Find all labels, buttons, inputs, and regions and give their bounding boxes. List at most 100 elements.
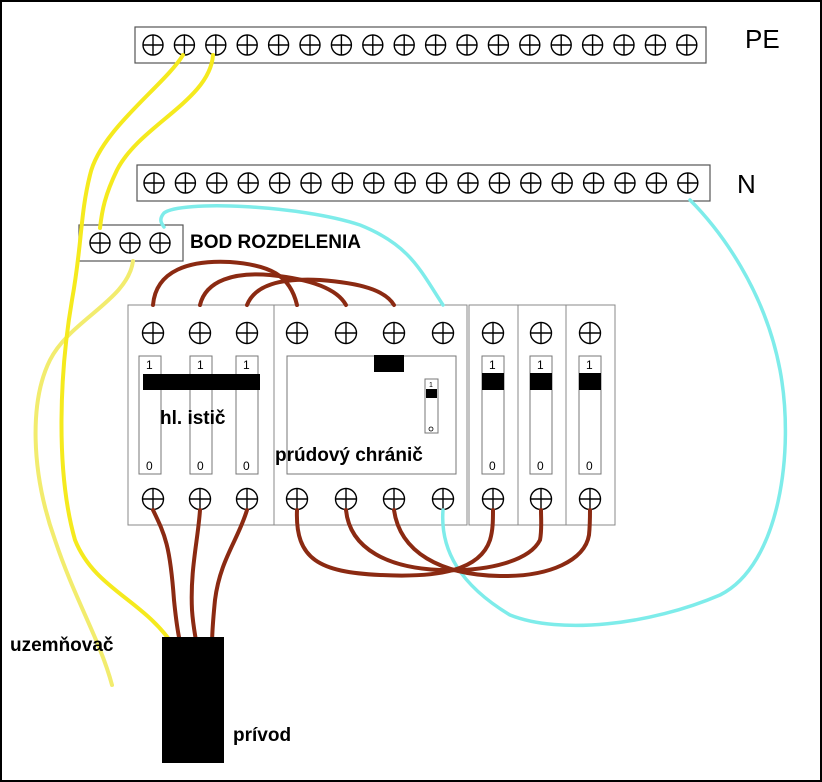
- earth-electrode-label: uzemňovač: [10, 635, 114, 656]
- terminal-screw: [529, 321, 553, 345]
- phase-wires: [151, 259, 592, 648]
- terminal-screw: [268, 172, 291, 194]
- main-breaker-lever: [143, 374, 260, 390]
- terminal-screw: [481, 321, 505, 345]
- terminal-screw: [205, 34, 227, 56]
- terminal-screw: [334, 321, 358, 345]
- terminal-screw: [582, 172, 605, 194]
- off-mark: 0: [146, 459, 153, 473]
- on-mark: 1: [537, 358, 544, 372]
- circuit-breaker-2: 1 0: [517, 304, 567, 526]
- on-mark: 1: [586, 358, 593, 372]
- terminal-screw: [300, 172, 322, 194]
- terminal-screw: [285, 487, 309, 511]
- phase-wire: [151, 508, 183, 648]
- terminal-screw: [393, 34, 415, 56]
- terminal-screw: [578, 487, 602, 511]
- split-point-block: [78, 224, 184, 262]
- terminal-screw: [119, 232, 141, 254]
- terminal-screw: [551, 172, 573, 194]
- terminal-screw: [487, 34, 510, 56]
- pe-label: PE: [745, 24, 780, 54]
- terminal-screw: [550, 34, 572, 56]
- breaker-lever: [482, 373, 504, 390]
- main-breaker: 1 1 1 0 0 0: [127, 304, 275, 526]
- off-mark: 0: [537, 459, 544, 473]
- off-mark: 0: [197, 459, 204, 473]
- off-mark: 0: [586, 459, 593, 473]
- phase-wire: [245, 277, 396, 307]
- on-mark: 1: [489, 358, 496, 372]
- rcd-top-terminals: [285, 321, 455, 345]
- rcd-test-mark: 1: [429, 382, 433, 389]
- terminal-screw: [581, 34, 604, 56]
- terminal-screw: [362, 34, 384, 56]
- terminal-screw: [174, 172, 197, 194]
- terminal-screw: [424, 34, 447, 56]
- phase-wire: [210, 508, 249, 648]
- rcd-bottom-terminals: [285, 487, 455, 511]
- rcd-lever: [374, 355, 404, 372]
- terminal-screw: [457, 172, 479, 194]
- terminal-screw: [394, 172, 416, 194]
- terminal-screw: [188, 321, 212, 345]
- terminal-screw: [382, 321, 406, 345]
- main-breaker-label: hl. istič: [160, 408, 226, 429]
- pe-wire-1: [59, 53, 185, 650]
- earth-electrode-wire: [33, 259, 135, 687]
- main-breaker-top-terminals: [141, 321, 259, 345]
- terminal-screw: [456, 34, 478, 56]
- terminal-screw: [677, 172, 699, 194]
- breaker-lever: [579, 373, 601, 390]
- split-point-label: BOD ROZDELENIA: [190, 232, 361, 253]
- neutral-wire-load: [440, 198, 788, 628]
- circuit-breaker-1: 1 0: [468, 304, 519, 526]
- terminal-screw: [173, 34, 196, 56]
- terminal-screw: [431, 321, 455, 345]
- circuit-breaker-3: 1 0: [565, 304, 616, 526]
- terminal-screw: [142, 34, 164, 56]
- off-mark: 0: [243, 459, 250, 473]
- terminal-screw: [285, 321, 309, 345]
- terminal-screw: [363, 172, 385, 194]
- rcd: 1: [273, 304, 468, 526]
- terminal-screw: [334, 487, 358, 511]
- rcd-label: prúdový chránič: [275, 445, 423, 466]
- pe-busbar: [134, 26, 707, 64]
- pe-wire-2: [98, 53, 215, 230]
- neutral-wire-supply: [159, 204, 445, 307]
- terminal-screw: [141, 321, 165, 345]
- terminal-screw: [645, 172, 668, 194]
- on-mark: 1: [197, 358, 204, 372]
- terminal-screw: [235, 487, 259, 511]
- terminal-screw: [299, 34, 321, 56]
- terminal-screw: [143, 172, 165, 194]
- phase-wire: [344, 508, 544, 573]
- on-mark: 1: [146, 358, 153, 372]
- supply-label: prívod: [233, 725, 291, 746]
- terminal-screw: [188, 487, 212, 511]
- terminal-screw: [481, 487, 505, 511]
- terminal-screw: [149, 232, 171, 254]
- n-busbar: [136, 164, 711, 202]
- phase-wire: [198, 272, 348, 307]
- terminal-screw: [614, 172, 636, 194]
- terminal-screw: [676, 34, 698, 56]
- split-terminals: [89, 232, 171, 254]
- n-terminals: [143, 172, 699, 194]
- terminal-screw: [519, 34, 541, 56]
- terminal-screw: [488, 172, 511, 194]
- phase-wire: [294, 508, 495, 578]
- main-breaker-bottom-terminals: [141, 487, 259, 511]
- terminal-screw: [431, 487, 455, 511]
- rcd-test-button: [426, 389, 437, 398]
- phase-wire: [189, 508, 202, 648]
- pe-terminals: [142, 34, 698, 56]
- n-label: N: [737, 169, 756, 199]
- terminal-screw: [236, 34, 258, 56]
- terminal-screw: [89, 232, 111, 254]
- terminal-screw: [206, 172, 228, 194]
- terminal-screw: [237, 172, 259, 194]
- phase-wire: [392, 508, 592, 579]
